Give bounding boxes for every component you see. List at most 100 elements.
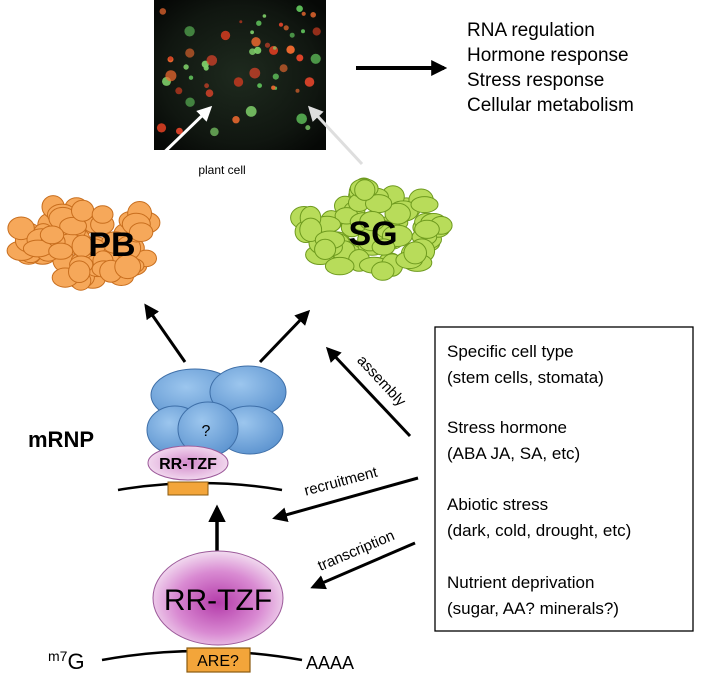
condition-abiotic-title: Abiotic stress bbox=[447, 495, 548, 514]
sg-granule bbox=[371, 261, 395, 281]
condition-cell-type-detail: (stem cells, stomata) bbox=[447, 368, 604, 387]
plant-cell-caption: plant cell bbox=[198, 163, 245, 177]
are-element bbox=[186, 647, 251, 673]
pb-granule bbox=[128, 222, 154, 242]
pb-to-cell-arrow bbox=[148, 105, 213, 168]
pb-granule bbox=[71, 199, 95, 222]
fluorescent-granule bbox=[272, 73, 279, 80]
fluorescent-granule bbox=[206, 55, 218, 66]
fluorescent-granule bbox=[249, 48, 256, 55]
fluorescent-granule bbox=[249, 67, 261, 79]
condition-hormone-detail: (ABA JA, SA, etc) bbox=[447, 444, 580, 463]
fluorescent-granule bbox=[233, 77, 244, 87]
fluorescent-granule bbox=[175, 87, 183, 95]
fluorescent-granule bbox=[232, 116, 240, 124]
fluorescent-granule bbox=[310, 53, 321, 64]
fluorescent-granule bbox=[262, 14, 267, 18]
fluorescent-granule bbox=[204, 83, 210, 89]
fluorescent-granule bbox=[312, 27, 321, 36]
pb-granule bbox=[91, 205, 114, 224]
fluorescent-granules bbox=[156, 5, 321, 137]
assembly-label: assembly bbox=[353, 352, 409, 410]
fluorescent-granule bbox=[264, 42, 271, 48]
fluorescent-granule bbox=[304, 77, 315, 87]
fluorescent-granule bbox=[296, 54, 304, 62]
pb-granule bbox=[114, 254, 142, 280]
fluorescent-granule bbox=[239, 20, 243, 24]
sg-granule bbox=[403, 241, 428, 265]
function-rna-regulation: RNA regulation bbox=[467, 20, 595, 41]
transcription-arrow bbox=[310, 541, 416, 590]
fluorescent-granule bbox=[301, 11, 306, 16]
fluorescent-granule bbox=[286, 45, 295, 54]
fluorescent-granule bbox=[273, 46, 277, 50]
fluorescent-granule bbox=[210, 127, 219, 137]
fluorescent-granule bbox=[278, 22, 284, 27]
are-element-label: ARE? bbox=[197, 653, 239, 670]
mrnp-label: mRNP bbox=[28, 427, 94, 452]
pb-label: PB bbox=[88, 226, 135, 264]
fluorescent-granule bbox=[156, 123, 167, 133]
fluorescent-granule bbox=[185, 48, 195, 58]
condition-nutrient-detail: (sugar, AA? minerals?) bbox=[447, 599, 619, 618]
pb-granule bbox=[59, 216, 87, 236]
condition-cell-type-title: Specific cell type bbox=[447, 342, 574, 361]
fluorescent-granule bbox=[256, 20, 262, 26]
unknown-protein-label: ? bbox=[202, 423, 211, 440]
fluorescent-granule bbox=[310, 12, 317, 18]
fluorescent-granule bbox=[220, 30, 231, 41]
sg-granule bbox=[299, 217, 323, 243]
stress-granule-cluster: SG bbox=[290, 177, 453, 281]
plant-cell-micrograph bbox=[148, 0, 364, 168]
conditions-frame bbox=[434, 326, 694, 632]
assembly-arrow bbox=[325, 346, 412, 438]
pb-granule bbox=[7, 216, 35, 241]
sg-label: SG bbox=[348, 215, 397, 253]
pb-granule bbox=[48, 242, 74, 260]
sg-granule bbox=[410, 196, 439, 214]
condition-nutrient-title: Nutrient deprivation bbox=[447, 573, 594, 592]
fluorescent-granule bbox=[250, 30, 255, 35]
fluorescent-granule bbox=[296, 5, 303, 12]
condition-abiotic-detail: (dark, cold, drought, etc) bbox=[447, 521, 631, 540]
pb-granule bbox=[68, 260, 91, 284]
gene-transcript: RR-TZF ARE? m7G AAAA bbox=[48, 550, 354, 674]
sg-granule bbox=[324, 256, 355, 276]
fluorescent-granule bbox=[295, 88, 300, 93]
fluorescent-granule bbox=[205, 89, 214, 97]
fluorescent-granule bbox=[271, 85, 276, 90]
function-hormone-response: Hormone response bbox=[467, 45, 629, 66]
function-cellular-metabolism: Cellular metabolism bbox=[467, 95, 634, 116]
fluorescent-granule bbox=[168, 56, 173, 61]
fluorescent-granule bbox=[184, 26, 195, 37]
fluorescent-granule bbox=[251, 37, 261, 47]
sg-granule bbox=[371, 238, 396, 256]
processing-body-cluster: PB bbox=[6, 195, 161, 291]
mrnp-are-box bbox=[167, 481, 209, 496]
fluorescent-granule bbox=[301, 29, 305, 34]
fluorescent-granule bbox=[176, 127, 183, 135]
mrnp-complex: ? RR-TZF bbox=[117, 365, 287, 496]
sg-granule bbox=[314, 238, 337, 260]
conditions-box: Specific cell type (stem cells, stomata)… bbox=[434, 326, 694, 632]
sg-granule bbox=[384, 202, 411, 225]
function-list: RNA regulation Hormone response Stress r… bbox=[467, 20, 634, 116]
fluorescent-granule bbox=[245, 106, 257, 117]
fluorescent-granule bbox=[289, 32, 295, 38]
mrnp-rr-tzf-label: RR-TZF bbox=[159, 456, 217, 473]
mrnp-to-pb-arrow bbox=[144, 303, 187, 363]
fluorescent-granule bbox=[188, 75, 194, 80]
fluorescent-granule bbox=[203, 65, 209, 71]
fluorescent-granule bbox=[254, 46, 262, 55]
sg-granule bbox=[414, 219, 440, 239]
polya-tail-label: AAAA bbox=[306, 653, 354, 673]
fluorescent-granule bbox=[185, 97, 195, 107]
fluorescent-granule bbox=[165, 70, 177, 82]
sg-to-cell-arrow bbox=[307, 105, 364, 166]
fluorescent-granule bbox=[305, 125, 311, 131]
condition-hormone-title: Stress hormone bbox=[447, 418, 567, 437]
function-stress-response: Stress response bbox=[467, 70, 604, 91]
fluorescent-granule bbox=[257, 83, 262, 88]
recruitment-label: recruitment bbox=[302, 464, 380, 500]
